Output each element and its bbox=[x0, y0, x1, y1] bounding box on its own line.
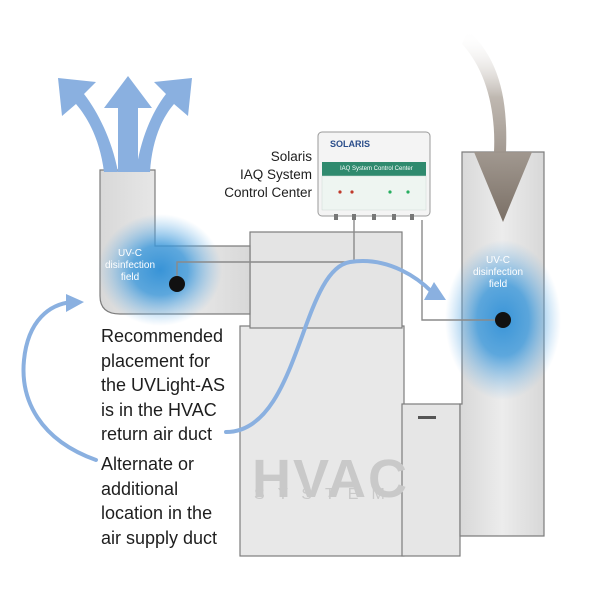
uv-field-label-line: disinfection bbox=[104, 260, 156, 271]
uv-field-supply-label: UV-C disinfection field bbox=[100, 248, 160, 284]
cable-to-return-lamp bbox=[421, 220, 503, 321]
device-brand-logo: SOLARIS bbox=[330, 139, 371, 149]
control-center-label: Solaris IAQ System Control Center bbox=[224, 148, 312, 202]
control-center-device bbox=[317, 131, 431, 220]
control-center-label-line: Control Center bbox=[224, 185, 312, 200]
pointer-recommended bbox=[224, 259, 434, 434]
uv-field-supply bbox=[98, 214, 222, 326]
note-line: placement for bbox=[101, 350, 211, 371]
pointer-alternate bbox=[21, 300, 98, 462]
alternate-placement-note: Alternate or additional location in the … bbox=[101, 452, 217, 550]
note-line: the UVLight-AS bbox=[101, 375, 226, 395]
pointer-recommended-head bbox=[424, 282, 446, 300]
pointer-alternate-head bbox=[66, 294, 84, 312]
note-line: additional bbox=[101, 478, 179, 499]
note-line: return air duct bbox=[101, 424, 213, 444]
control-center-label-line: Solaris bbox=[270, 149, 312, 164]
hvac-unit-title: HVAC bbox=[252, 449, 410, 509]
note-line: is in the HVAC bbox=[101, 399, 217, 420]
hvac-cabinet bbox=[239, 231, 461, 557]
note-line: Alternate or bbox=[101, 454, 195, 474]
return-airflow-arrow bbox=[462, 30, 532, 222]
uv-field-label-line: field bbox=[488, 279, 508, 290]
uv-field-label-line: field bbox=[120, 272, 140, 283]
uv-field-return-label: UV-C disinfection field bbox=[468, 255, 528, 291]
supply-airflow-arrows bbox=[58, 76, 192, 172]
cable-to-supply-lamp bbox=[176, 220, 355, 284]
note-line: Recommended bbox=[101, 326, 224, 346]
uv-field-label-line: UV-C bbox=[118, 248, 142, 259]
note-line: location in the bbox=[101, 503, 213, 523]
uv-lamp-return bbox=[495, 312, 511, 328]
uv-field-label-line: disinfection bbox=[472, 267, 524, 278]
hvac-unit-subtitle: SYSTEM bbox=[254, 486, 398, 503]
uv-lamp-supply bbox=[169, 276, 185, 292]
uv-field-label-line: UV-C bbox=[486, 255, 510, 266]
control-center-label-line: IAQ System bbox=[239, 167, 312, 182]
recommended-placement-note: Recommended placement for the UVLight-AS… bbox=[101, 324, 225, 447]
note-line: air supply duct bbox=[101, 527, 218, 548]
device-panel-title: IAQ System Control Center bbox=[340, 166, 413, 172]
